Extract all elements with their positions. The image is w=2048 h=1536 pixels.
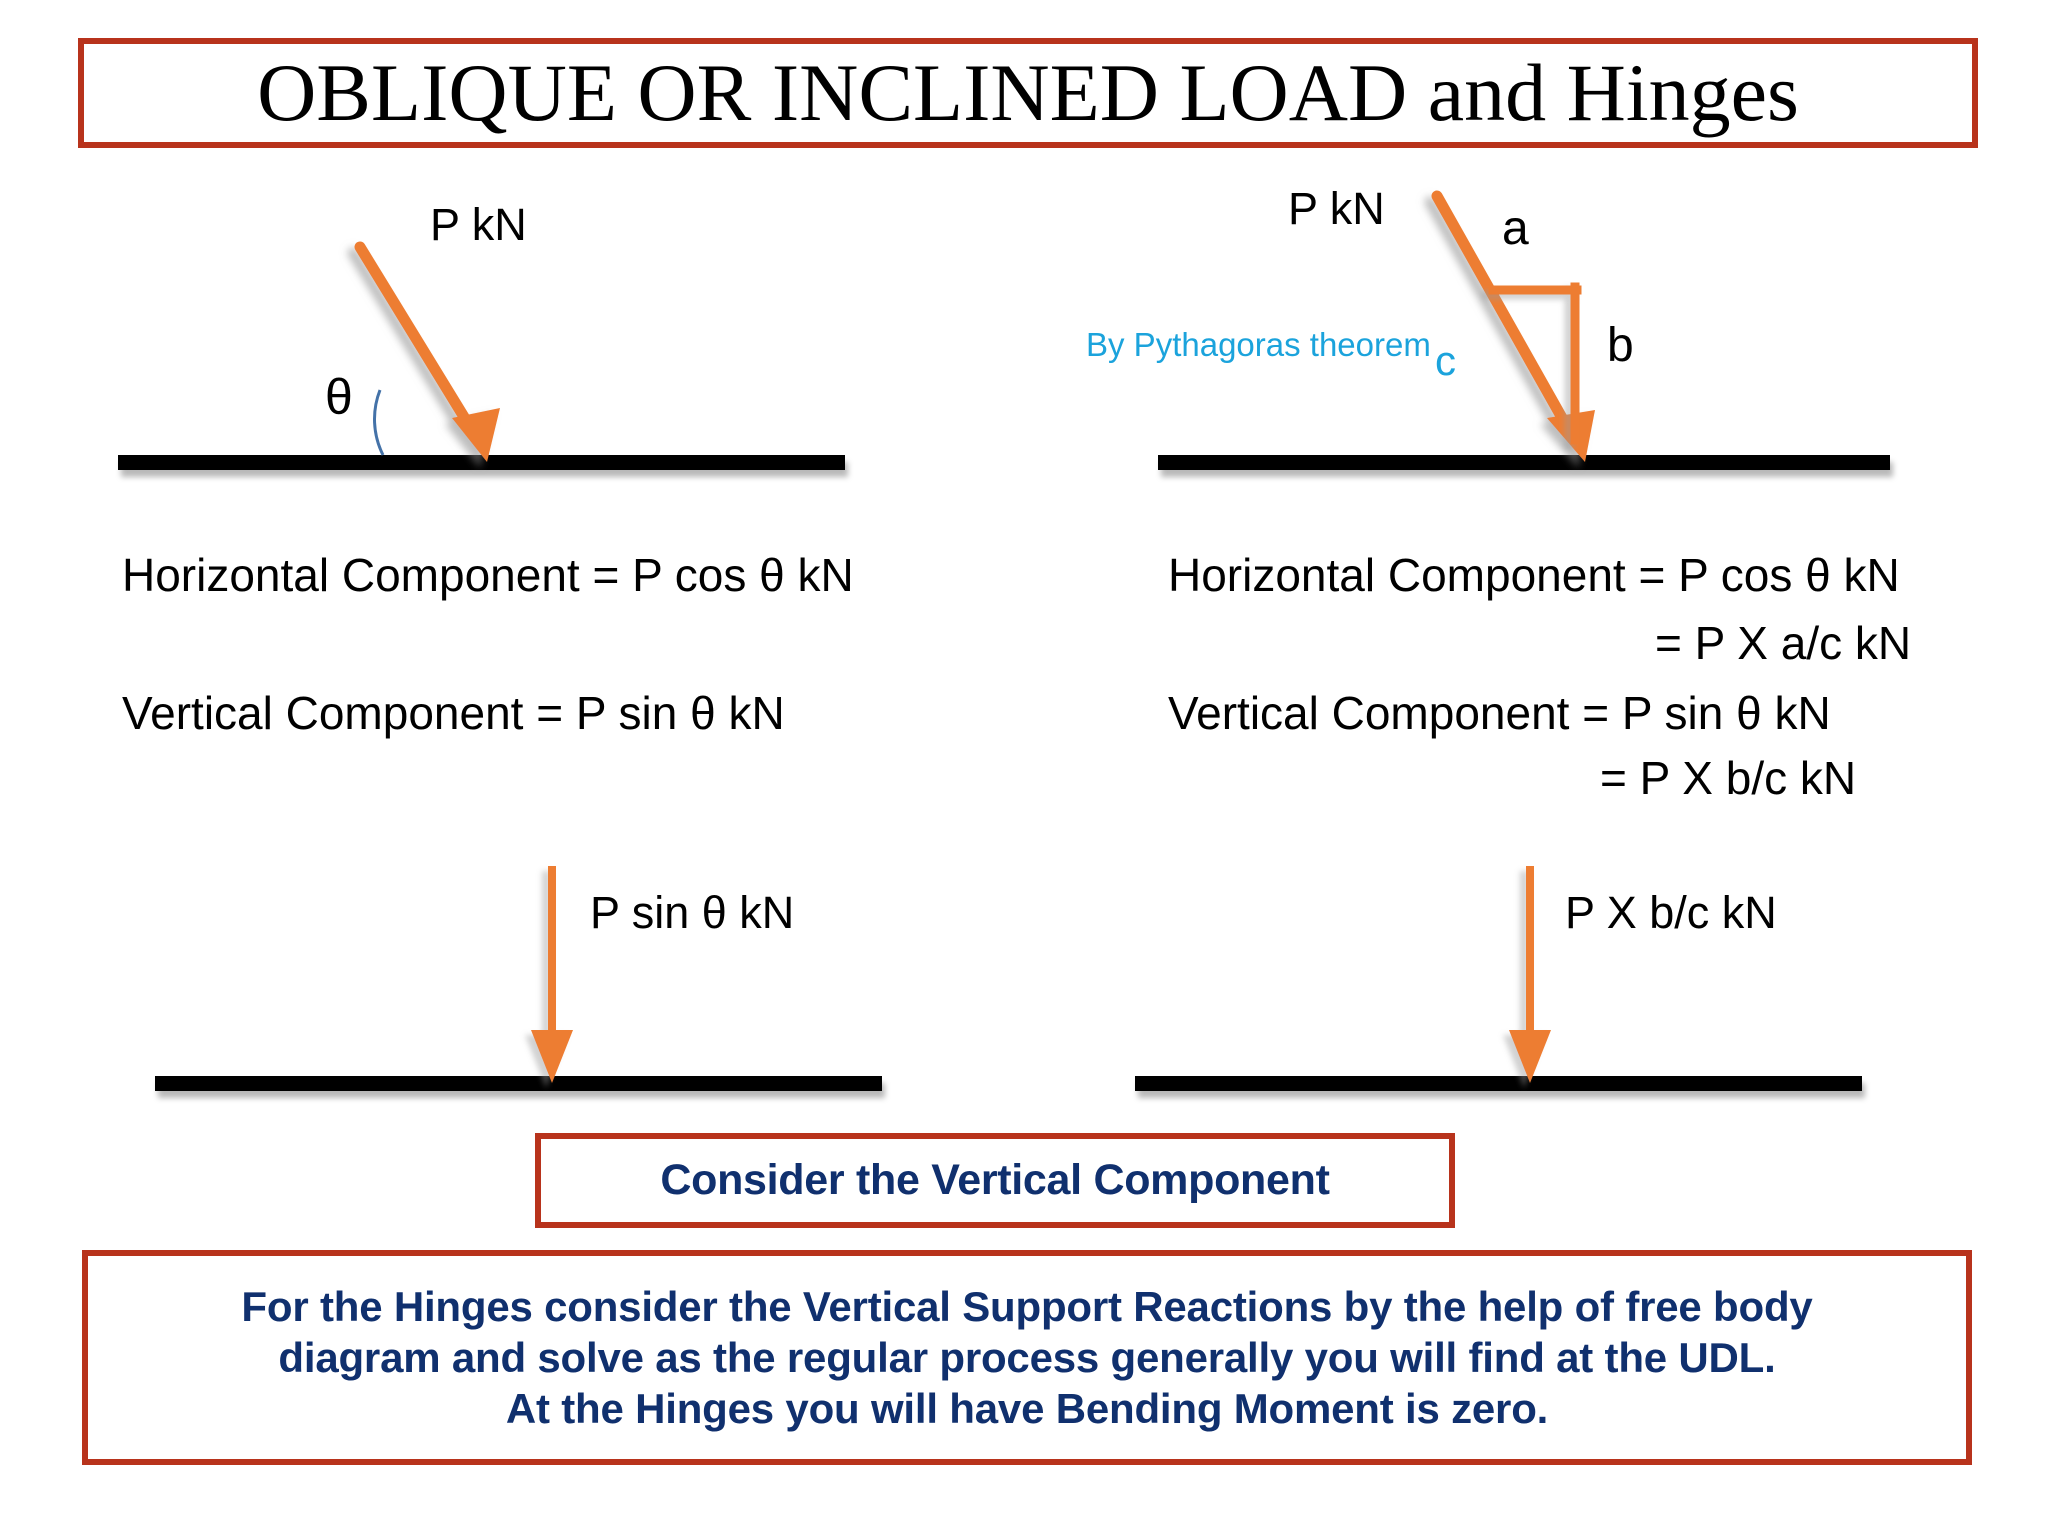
angle-arc-icon (373, 389, 385, 456)
pythagoras-note: By Pythagoras theorem (1086, 326, 1431, 363)
left-vertical-component-eq: Vertical Component = P sin θ kN (122, 687, 785, 739)
left-load-label: P kN (430, 199, 527, 250)
title-box: OBLIQUE OR INCLINED LOAD and Hinges (78, 38, 1978, 148)
beam-top-left (118, 455, 845, 470)
vertical-resultant-arrow-right (1509, 866, 1551, 1083)
right-horizontal-component-eq: Horizontal Component = P cos θ kN (1168, 549, 1900, 601)
right-side-a-label: a (1502, 202, 1529, 255)
beam-top-right (1158, 455, 1890, 470)
right-side-b-label: b (1607, 319, 1634, 372)
hinge-note-line-2: diagram and solve as the regular process… (278, 1333, 1776, 1381)
consider-vertical-component-text: Consider the Vertical Component (660, 1156, 1330, 1204)
right-load-label: P kN (1288, 183, 1385, 234)
beam-bottom-left (155, 1076, 882, 1091)
consider-vertical-component-box: Consider the Vertical Component (535, 1133, 1455, 1228)
component-triangle (1488, 282, 1582, 445)
hinge-note-box: For the Hinges consider the Vertical Sup… (82, 1250, 1972, 1465)
page-title: OBLIQUE OR INCLINED LOAD and Hinges (257, 47, 1799, 138)
right-vertical-component-eq: Vertical Component = P sin θ kN (1168, 687, 1831, 739)
left-horizontal-component-eq: Horizontal Component = P cos θ kN (122, 549, 854, 601)
vertical-resultant-arrow-left (531, 866, 573, 1083)
hinge-note-line-3: At the Hinges you will have Bending Mome… (505, 1385, 1549, 1433)
right-resultant-label: P X b/c kN (1565, 887, 1777, 938)
left-angle-label: θ (325, 369, 353, 425)
right-vertical-component-alt-eq: = P X b/c kN (1600, 752, 1857, 804)
inclined-load-arrow-left (354, 241, 500, 462)
right-horizontal-component-alt-eq: = P X a/c kN (1655, 617, 1912, 669)
left-resultant-label: P sin θ kN (590, 887, 795, 938)
beam-bottom-right (1135, 1076, 1862, 1091)
hinge-note-line-1: For the Hinges consider the Vertical Sup… (241, 1282, 1813, 1330)
right-side-c-label: c (1435, 337, 1456, 384)
